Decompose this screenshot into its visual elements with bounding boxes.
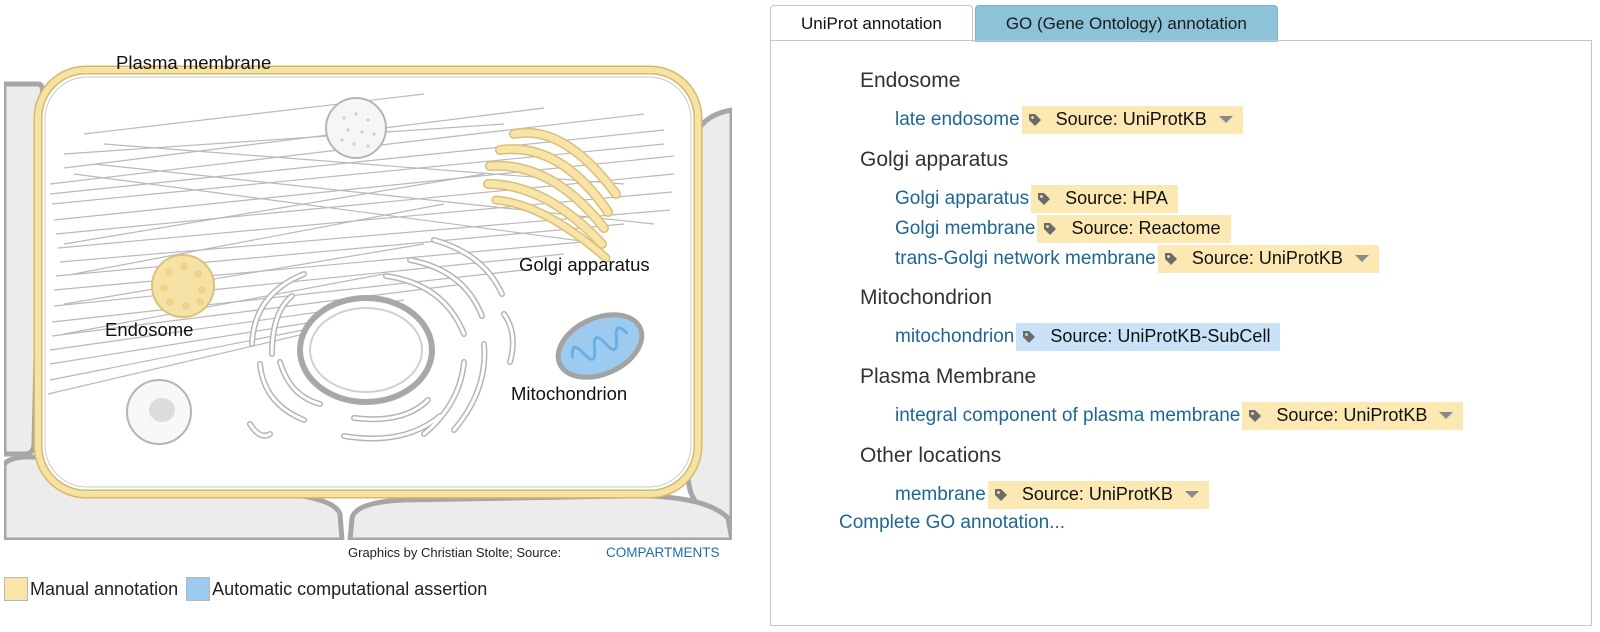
compartments-link[interactable]: COMPARTMENTS xyxy=(606,545,720,560)
term-link-golgi-apparatus[interactable]: Golgi apparatus xyxy=(895,187,1030,209)
term-row: late endosome Source: UniProtKB xyxy=(895,105,1243,134)
caret-down-icon xyxy=(1354,255,1369,262)
legend-swatch-manual xyxy=(4,577,28,601)
term-row: Golgi membrane Source: Reactome xyxy=(895,214,1231,243)
neighbor-cell-bottom-right xyxy=(347,493,732,540)
term-row: membrane Source: UniProtKB xyxy=(895,480,1209,509)
color-legend: Manual annotation Automatic computationa… xyxy=(4,577,495,601)
caret-down-icon xyxy=(1184,491,1199,498)
group-heading-mitochondrion: Mitochondrion xyxy=(860,286,992,309)
go-annotation-panel: Endosome late endosome Source: UniProtKB… xyxy=(770,40,1592,626)
tag-icon xyxy=(1028,113,1041,126)
source-badge: Source: HPA xyxy=(1031,184,1178,213)
annotation-tabs: UniProt annotation GO (Gene Ontology) an… xyxy=(770,5,1280,42)
group-heading-plasma-membrane: Plasma Membrane xyxy=(860,365,1037,388)
source-label: Source: UniProtKB xyxy=(1191,248,1343,268)
tag-icon xyxy=(1249,409,1262,422)
source-label: Source: HPA xyxy=(1065,188,1168,208)
legend-label-automatic: Automatic computational assertion xyxy=(212,578,488,599)
tag-icon xyxy=(1038,192,1051,205)
cell-diagram: Plasma membrane Golgi apparatus Endosome… xyxy=(4,44,732,540)
group-heading-endosome: Endosome xyxy=(860,69,961,92)
term-link-mitochondrion[interactable]: mitochondrion xyxy=(895,325,1015,347)
label-mitochondrion: Mitochondrion xyxy=(511,383,628,404)
source-dropdown[interactable]: Source: UniProtKB xyxy=(987,480,1209,509)
source-label: Source: UniProtKB xyxy=(1021,484,1173,504)
cell-illustration xyxy=(4,65,732,540)
term-link-trans-golgi-network-membrane[interactable]: trans-Golgi network membrane xyxy=(895,247,1156,269)
caret-down-icon xyxy=(1439,412,1454,419)
tab-uniprot-annotation[interactable]: UniProt annotation xyxy=(770,5,973,42)
source-badge: Source: Reactome xyxy=(1037,214,1231,243)
term-row: trans-Golgi network membrane Source: Uni… xyxy=(895,244,1379,273)
source-dropdown[interactable]: Source: UniProtKB xyxy=(1021,105,1243,134)
nucleus xyxy=(297,295,435,405)
tag-icon xyxy=(1044,222,1057,235)
complete-go-annotation-link[interactable]: Complete GO annotation... xyxy=(839,512,1066,533)
term-link-integral-component-of-plasma-membrane[interactable]: integral component of plasma membrane xyxy=(895,404,1241,426)
tag-icon xyxy=(1164,252,1177,265)
source-badge: Source: UniProtKB-SubCell xyxy=(1016,322,1281,351)
graphics-credit: Graphics by Christian Stolte; Source: xyxy=(348,545,562,560)
tab-go-annotation[interactable]: GO (Gene Ontology) annotation xyxy=(974,5,1278,42)
group-heading-other-locations: Other locations xyxy=(860,444,1002,467)
source-label: Source: Reactome xyxy=(1071,218,1221,238)
golgi-shape xyxy=(483,127,621,263)
term-link-late-endosome[interactable]: late endosome xyxy=(895,108,1020,130)
term-row: mitochondrion Source: UniProtKB-SubCell xyxy=(895,322,1281,351)
source-label: Source: UniProtKB xyxy=(1055,109,1207,129)
source-label: Source: UniProtKB-SubCell xyxy=(1050,326,1271,346)
vesicle-top xyxy=(325,97,387,159)
term-link-golgi-membrane[interactable]: Golgi membrane xyxy=(895,217,1036,239)
term-row: Golgi apparatus Source: HPA xyxy=(895,184,1178,213)
term-row: integral component of plasma membrane So… xyxy=(895,401,1464,430)
caret-down-icon xyxy=(1218,116,1233,123)
tag-icon xyxy=(994,488,1007,501)
source-label: Source: UniProtKB xyxy=(1276,405,1428,425)
term-link-membrane[interactable]: membrane xyxy=(895,483,986,505)
label-golgi-apparatus: Golgi apparatus xyxy=(519,254,650,275)
source-dropdown[interactable]: Source: UniProtKB xyxy=(1242,401,1464,430)
label-plasma-membrane: Plasma membrane xyxy=(116,52,272,73)
legend-swatch-automatic xyxy=(186,577,211,601)
legend-label-manual: Manual annotation xyxy=(30,578,179,599)
source-dropdown[interactable]: Source: UniProtKB xyxy=(1157,244,1379,273)
group-heading-golgi: Golgi apparatus xyxy=(860,148,1009,171)
tag-icon xyxy=(1023,330,1036,343)
label-endosome: Endosome xyxy=(105,319,194,340)
mitochondrion-shape xyxy=(555,312,645,380)
